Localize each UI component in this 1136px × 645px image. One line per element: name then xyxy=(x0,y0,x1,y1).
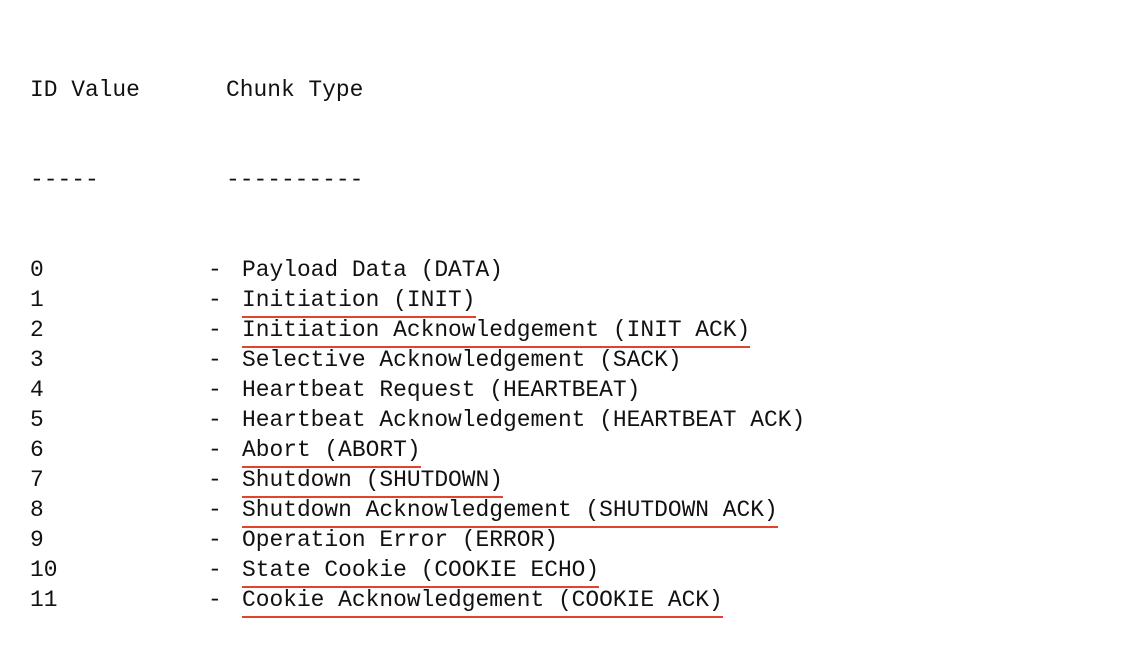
id-value-cell: 9 xyxy=(30,527,44,553)
separator-dash: - xyxy=(208,497,222,523)
chunk-type-listing: ID Value Chunk Type ----- ---------- 0-P… xyxy=(30,15,805,645)
id-value-cell: 6 xyxy=(30,437,44,463)
chunk-type-cell: Initiation Acknowledgement (INIT ACK) xyxy=(242,315,751,348)
table-row: 9 -Operation Error (ERROR) xyxy=(30,525,558,555)
chunk-type-cell: Abort (ABORT) xyxy=(242,435,421,468)
id-value-cell: 5 xyxy=(30,407,44,433)
separator-dash: - xyxy=(208,437,222,463)
separator-dash: - xyxy=(208,587,222,613)
separator-dash: - xyxy=(208,377,222,403)
id-value-header: ID Value xyxy=(30,77,140,103)
table-row: 0 -Payload Data (DATA) xyxy=(30,255,503,285)
table-row: 7 -Shutdown (SHUTDOWN) xyxy=(30,465,503,498)
chunk-type-header: Chunk Type xyxy=(226,77,364,103)
table-row: 5 -Heartbeat Acknowledgement (HEARTBEAT A… xyxy=(30,405,805,435)
chunk-type-cell: Operation Error (ERROR) xyxy=(242,527,558,553)
separator-dash: - xyxy=(208,557,222,583)
header-row: ID Value Chunk Type xyxy=(30,75,363,105)
id-value-cell: 7 xyxy=(30,467,44,493)
chunk-type-cell: Heartbeat Request (HEARTBEAT) xyxy=(242,377,641,403)
id-value-cell: 2 xyxy=(30,317,44,343)
chunk-type-rows: 0-Payload Data (DATA)1-Initiation (INIT)… xyxy=(30,255,805,618)
separator-dash: - xyxy=(208,317,222,343)
chunk-type-cell: Selective Acknowledgement (SACK) xyxy=(242,347,682,373)
table-row: 4 -Heartbeat Request (HEARTBEAT) xyxy=(30,375,640,405)
id-value-cell: 3 xyxy=(30,347,44,373)
chunk-type-cell: Cookie Acknowledgement (COOKIE ACK) xyxy=(242,585,723,618)
id-value-rule: ----- xyxy=(30,167,99,193)
chunk-type-cell: Payload Data (DATA) xyxy=(242,257,503,283)
separator-dash: - xyxy=(208,407,222,433)
chunk-type-cell: Initiation (INIT) xyxy=(242,285,476,318)
separator-dash: - xyxy=(208,527,222,553)
table-row: 6 -Abort (ABORT) xyxy=(30,435,421,468)
id-value-cell: 10 xyxy=(30,557,58,583)
id-value-cell: 4 xyxy=(30,377,44,403)
separator-dash: - xyxy=(208,347,222,373)
id-value-cell: 1 xyxy=(30,287,44,313)
id-value-cell: 11 xyxy=(30,587,58,613)
separator-dash: - xyxy=(208,467,222,493)
id-value-cell: 8 xyxy=(30,497,44,523)
chunk-type-cell: Shutdown (SHUTDOWN) xyxy=(242,465,503,498)
chunk-type-cell: Heartbeat Acknowledgement (HEARTBEAT ACK… xyxy=(242,407,806,433)
chunk-type-cell: Shutdown Acknowledgement (SHUTDOWN ACK) xyxy=(242,495,778,528)
header-rule-row: ----- ---------- xyxy=(30,165,363,195)
table-row: 2 -Initiation Acknowledgement (INIT ACK) xyxy=(30,315,751,348)
separator-dash: - xyxy=(208,287,222,313)
table-row: 1 -Initiation (INIT) xyxy=(30,285,476,318)
id-value-cell: 0 xyxy=(30,257,44,283)
table-row: 11 -Cookie Acknowledgement (COOKIE ACK) xyxy=(30,585,723,618)
table-row: 8 -Shutdown Acknowledgement (SHUTDOWN ACK… xyxy=(30,495,778,528)
separator-dash: - xyxy=(208,257,222,283)
chunk-type-cell: State Cookie (COOKIE ECHO) xyxy=(242,555,600,588)
chunk-type-rule: ---------- xyxy=(226,167,364,193)
table-row: 3 -Selective Acknowledgement (SACK) xyxy=(30,345,682,375)
table-row: 10 -State Cookie (COOKIE ECHO) xyxy=(30,555,600,588)
